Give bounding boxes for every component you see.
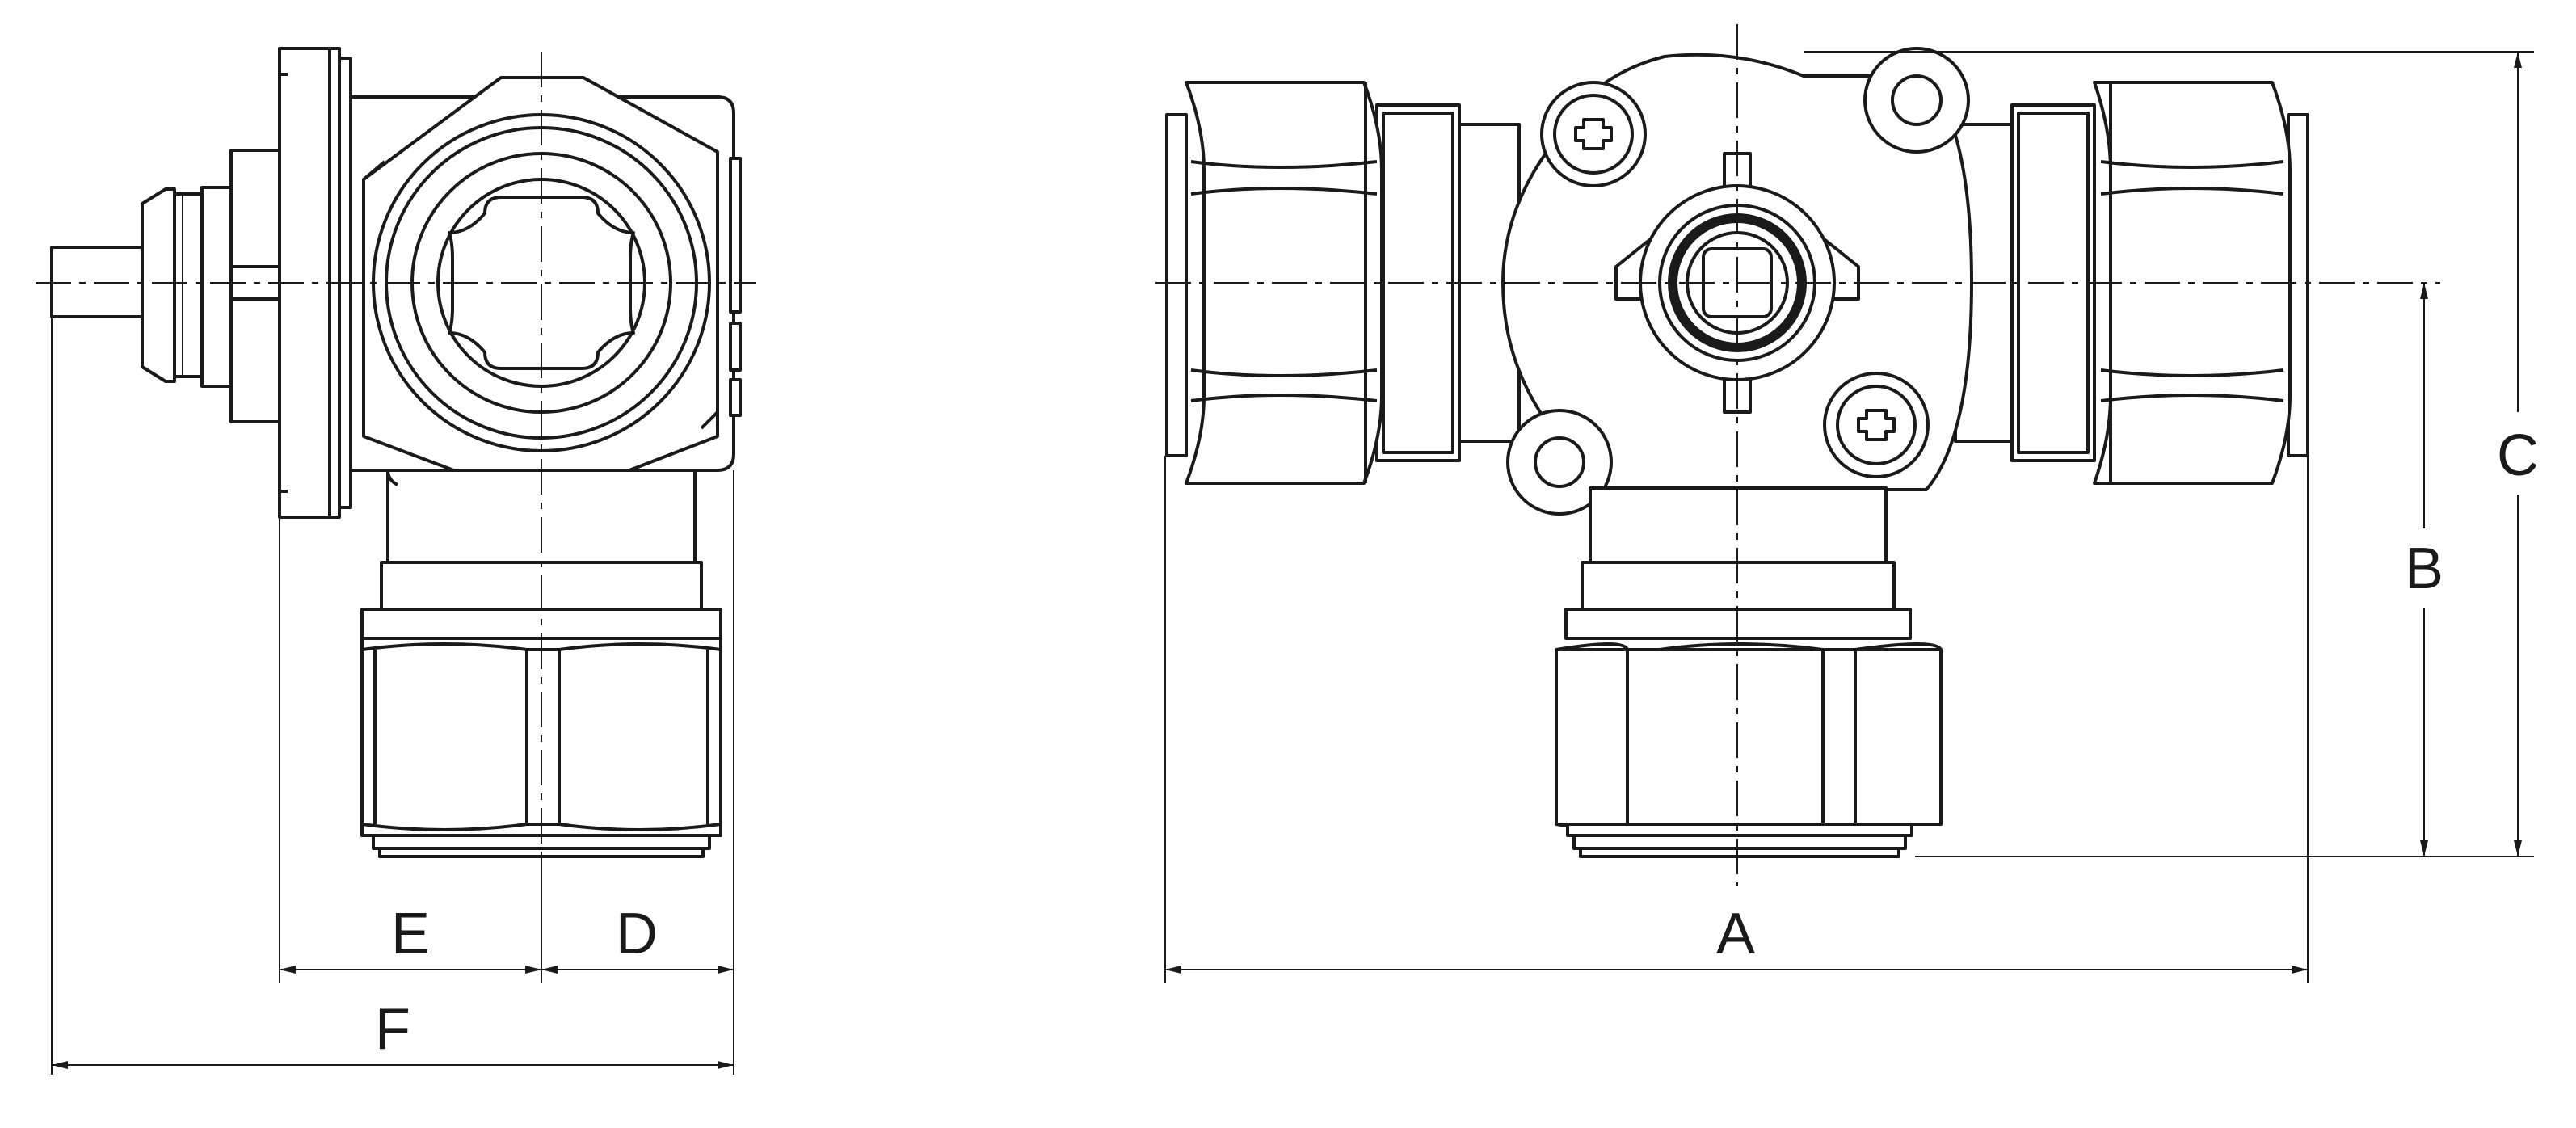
front-bolt-upper-right — [1863, 47, 1970, 154]
dimension-label-e: E — [391, 902, 430, 966]
front-bolt-lower-right — [1823, 372, 1930, 478]
dimension-label-d: D — [616, 902, 658, 966]
front-bolt-upper-left — [1540, 81, 1647, 187]
dimension-label-a: A — [1716, 902, 1755, 966]
side-view — [36, 47, 756, 953]
dimension-label-c: C — [2497, 423, 2539, 488]
front-bottom-port — [1555, 486, 1943, 858]
front-bolt-lower-left — [1506, 409, 1613, 516]
dimension-label-f: F — [375, 997, 410, 1062]
front-view — [1155, 24, 2440, 886]
side-spindle — [50, 186, 233, 388]
dimension-label-b: B — [2405, 537, 2443, 601]
dimensions: E D F A B C — [51, 51, 2539, 1075]
